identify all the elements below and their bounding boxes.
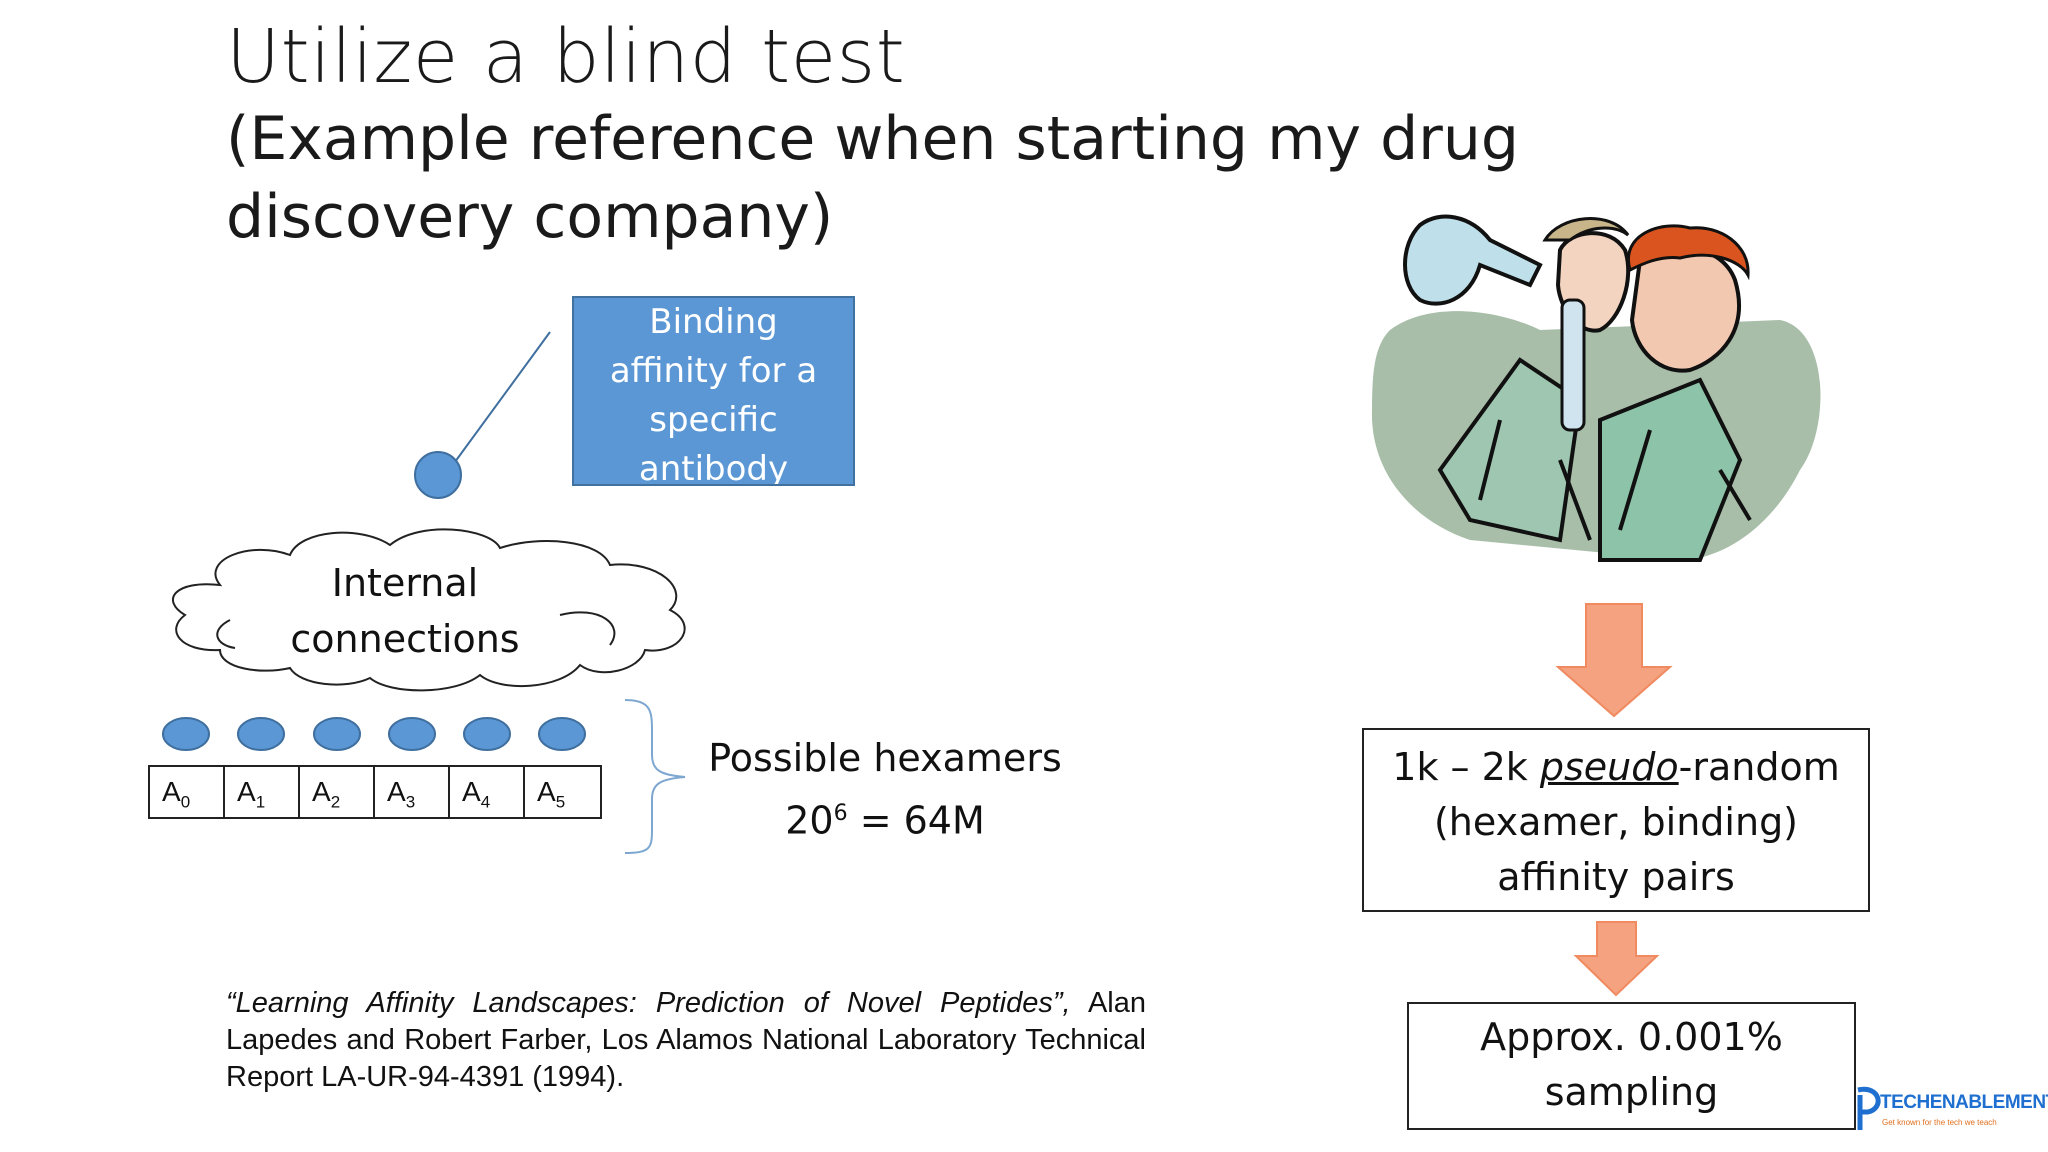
citation: “Learning Affinity Landscapes: Predictio…	[226, 985, 1146, 1096]
lab-coat-lines	[1478, 419, 1752, 541]
flow-arrows	[1555, 603, 1673, 997]
cloud-line-1: Internal	[331, 561, 479, 605]
flask	[1403, 214, 1543, 306]
citation-title: “Learning Affinity Landscapes: Predictio…	[226, 987, 1071, 1019]
cell-a5: A5	[537, 776, 566, 812]
cloud-inner-curve	[216, 619, 236, 649]
pairs-box-line-2: (hexamer, binding)	[1433, 800, 1799, 844]
possible-hexamers: Possible hexamers 206 = 64M	[690, 730, 1080, 849]
bead-5	[538, 717, 586, 751]
bead-4	[463, 717, 511, 751]
hexamers-count: 206 = 64M	[785, 798, 985, 843]
logo-mark	[1857, 1086, 1881, 1130]
slide-subtitle: (Example reference when starting my drug…	[226, 104, 1519, 252]
sampling-box-line-1: Approx. 0.001%	[1480, 1015, 1783, 1059]
hexamers-label: Possible hexamers	[708, 736, 1062, 780]
techenablement-logo: TECHENABLEMENT Get known for the tech we…	[1850, 1088, 2048, 1138]
bead-2	[313, 717, 361, 751]
hexamer-cells: A0 A1 A2 A3 A4 A5	[148, 765, 602, 819]
arrow-down-2	[1573, 921, 1660, 997]
cloud-shape	[172, 528, 686, 692]
cell-a2: A2	[300, 767, 375, 817]
callout-line-3: specific	[649, 400, 778, 440]
callout-pointer-line	[451, 331, 551, 467]
bead-3	[388, 717, 436, 751]
bead-1	[237, 717, 285, 751]
cell-a1: A1	[225, 767, 300, 817]
cell-a0: A0	[150, 767, 225, 817]
lab-coat-left	[1437, 357, 1583, 543]
slide-title: Utilize a blind test	[226, 14, 906, 100]
pairs-box: 1k – 2k pseudo-random (hexamer, binding)…	[1362, 728, 1870, 912]
callout-line-1: Binding	[649, 302, 778, 342]
cloud-inner-curve	[559, 611, 616, 646]
cell-a4: A4	[450, 767, 525, 817]
sampling-box-line-2: sampling	[1544, 1070, 1719, 1114]
cloud-label: Internal connections	[260, 555, 550, 667]
arrow-down-1	[1555, 603, 1673, 718]
logo-tagline: Get known for the tech we teach	[1882, 1118, 1997, 1127]
pairs-box-line-1: 1k – 2k pseudo-random	[1392, 745, 1840, 789]
sampling-box: Approx. 0.001% sampling	[1407, 1002, 1856, 1130]
scientists-illustration	[1371, 214, 1821, 562]
hexamer-beads	[162, 717, 586, 751]
cloud-line-2: connections	[290, 617, 520, 661]
pairs-box-line-3: affinity pairs	[1497, 855, 1735, 899]
lab-coat-right	[1598, 377, 1743, 562]
logo-name: TECHENABLEMENT	[1880, 1092, 2048, 1113]
right-brace	[624, 699, 686, 854]
callout-line-4: antibody	[638, 449, 789, 486]
scientist-right-hair	[1626, 224, 1750, 281]
scientist-left-hair	[1542, 217, 1630, 242]
antibody-bead	[414, 451, 462, 499]
test-tube	[1560, 298, 1586, 432]
bead-0	[162, 717, 210, 751]
citation-authors: Alan Lapedes and Robert Farber, Los Alam…	[226, 987, 1147, 1093]
cell-a3: A3	[375, 767, 450, 817]
illustration-backdrop	[1371, 311, 1821, 560]
binding-affinity-callout: Binding affinity for a specific antibody	[572, 296, 855, 486]
callout-line-2: affinity for a	[609, 351, 818, 391]
